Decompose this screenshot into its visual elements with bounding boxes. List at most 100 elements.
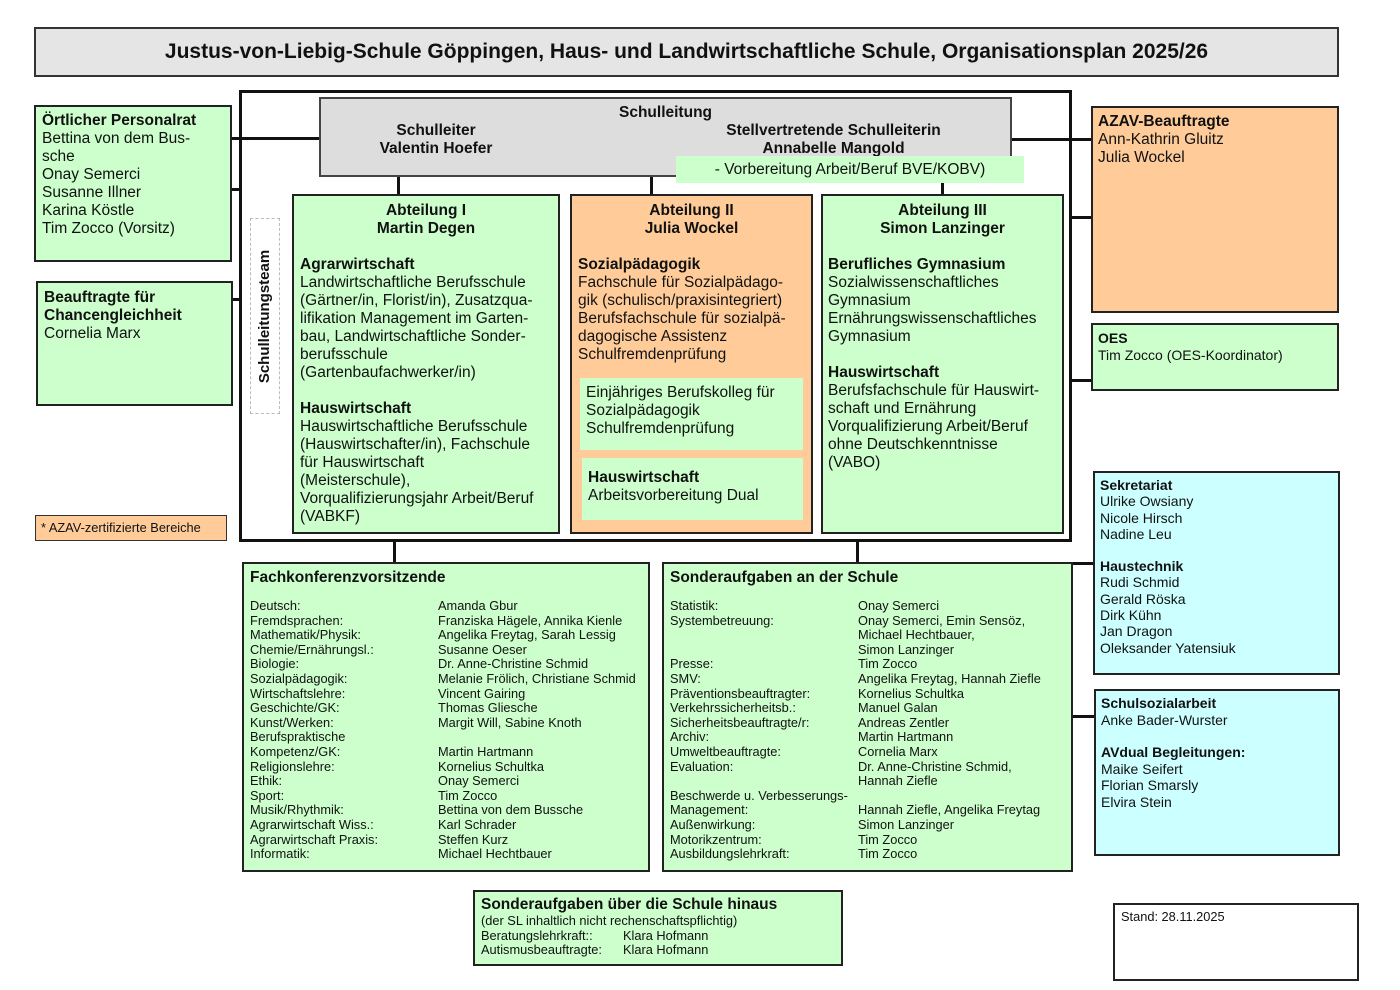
section-heading: Berufliches Gymnasium	[828, 256, 1006, 273]
chancengleichheit-heading: Beauftragte für	[44, 289, 156, 306]
row-label: Sozialpädagogik:	[250, 670, 348, 686]
list-row: Evaluation:Dr. Anne-Christine Schmid,	[670, 758, 1065, 775]
row-value: Tim Zocco	[858, 831, 918, 847]
section-heading: Agrarwirtschaft	[300, 256, 415, 273]
row-label: Biologie:	[250, 656, 300, 672]
member: Cornelia Marx	[44, 325, 141, 342]
schulsozialarbeit-box: Schulsozialarbeit Anke Bader-Wurster AVd…	[1094, 689, 1340, 856]
member: Anke Bader-Wurster	[1101, 711, 1228, 728]
sekretariat-box: Sekretariat Ulrike Owsiany Nicole Hirsch…	[1093, 471, 1340, 675]
row-value: Tim Zocco	[858, 846, 918, 862]
sonderaufgaben-box: Sonderaufgaben an der Schule Statistik:O…	[662, 562, 1073, 872]
member: Tim Zocco (OES-Koordinator)	[1098, 347, 1283, 363]
member: Jan Dragon	[1100, 623, 1173, 640]
connector-line	[1010, 138, 1100, 141]
section-line: Ernährungswissenschaftliches	[828, 310, 1037, 327]
row-label: Ethik:	[250, 773, 283, 789]
member: Tim Zocco (Vorsitz)	[42, 220, 175, 237]
member: Ulrike Owsiany	[1100, 493, 1194, 510]
section-line: Berufsfachschule für Hauswirt-	[828, 382, 1040, 399]
section-line: (Meisterschule),	[300, 472, 411, 489]
abteilung-1-header: Abteilung I Martin Degen	[300, 202, 552, 238]
row-value: Andreas Zentler	[858, 714, 950, 730]
schulsozialarbeit-heading: Schulsozialarbeit	[1101, 695, 1217, 711]
list-row: Präventionsbeauftragter: Kornelius Schult…	[670, 685, 1065, 702]
azav-box: AZAV-Beauftragte Ann-Kathrin Gluitz Juli…	[1091, 106, 1339, 313]
row-label: Ausbildungslehrkraft:	[670, 846, 790, 862]
personalrat-box: Örtlicher Personalrat Bettina von dem Bu…	[34, 105, 232, 262]
abteilung-1-head: Martin Degen	[376, 220, 476, 237]
list-row: Sozialpädagogik:Melanie Frölich, Christi…	[250, 670, 642, 687]
section-line: Sozialwissenschaftliches	[828, 274, 999, 291]
member: Elvira Stein	[1101, 793, 1172, 810]
page-title-box: Justus-von-Liebig-Schule Göppingen, Haus…	[34, 27, 1339, 77]
member: Ann-Kathrin Gluitz	[1098, 131, 1224, 148]
row-label: Statistik:	[670, 598, 719, 613]
section-line: für Hauswirtschaft	[300, 454, 425, 471]
schulleitungsteam-label: Schulleitungsteam	[256, 249, 274, 383]
row-value: Amanda Gbur	[438, 598, 518, 613]
extern-heading: Sonderaufgaben über die Schule hinaus	[481, 896, 778, 913]
member: Dirk Kühn	[1100, 607, 1162, 624]
abteilung-3-head: Simon Lanzinger	[880, 220, 1005, 237]
row-value: Martin Hartmann	[438, 743, 534, 759]
row-label: Kompetenz/GK:	[250, 743, 341, 759]
schulleiter-role: Schulleiter	[396, 122, 476, 139]
row-label: Informatik:	[250, 846, 310, 862]
row-value: Tim Zocco	[438, 787, 498, 803]
list-row: Musik/Rhythmik:Bettina von dem Bussche	[250, 803, 642, 818]
row-label: Wirtschaftslehre:	[250, 685, 346, 701]
row-value: Kornelius Schultka	[858, 685, 964, 701]
list-row: Management: Hannah Ziefle, Angelika Freyt…	[670, 803, 1065, 818]
row-value: Cornelia Marx	[858, 743, 938, 759]
list-row: Sport:Tim Zocco	[250, 787, 642, 804]
stellvertretung-note: - Vorbereitung Arbeit/Beruf BVE/KOBV)	[676, 156, 1024, 183]
section-line: (Gärtner/in, Florist/in), Zusatzqua-	[300, 292, 533, 309]
row-label: Management:	[670, 802, 749, 818]
section-line: bau, Landwirtschaftliche Sonder-	[300, 328, 526, 345]
row-label: Beschwerde u. Verbesserungs-	[670, 787, 848, 803]
section-heading: Hauswirtschaft	[300, 400, 412, 417]
section-line: (VABKF)	[300, 508, 360, 525]
oes-box: OES Tim Zocco (OES-Koordinator)	[1091, 323, 1339, 391]
sonderaufgaben-heading: Sonderaufgaben an der Schule	[670, 569, 899, 586]
row-value: Margit Will, Sabine Knoth	[438, 714, 582, 730]
row-value: Onay Semerci	[438, 773, 520, 789]
row-label	[670, 643, 858, 658]
row-value: Michael Hechtbauer	[438, 846, 552, 862]
row-value: Klara Hofmann	[623, 942, 709, 958]
row-value: Simon Lanzinger	[858, 641, 955, 657]
member: Oleksander Yatensiuk	[1100, 639, 1236, 656]
stand-box: Stand: 28.11.2025	[1113, 903, 1359, 981]
connector-line	[232, 298, 241, 301]
row-value: Dr. Anne-Christine Schmid,	[858, 758, 1012, 774]
extern-subheading: (der SL inhaltlich nicht rechenschaftspf…	[481, 913, 738, 928]
row-value: Dr. Anne-Christine Schmid	[438, 656, 589, 672]
section-line: Sozialpädagogik	[586, 402, 700, 419]
row-value: Thomas Gliesche	[438, 700, 538, 716]
list-row: Wirtschaftslehre:Vincent Gairing	[250, 685, 642, 702]
list-row: Michael Hechtbauer,	[670, 628, 1065, 643]
row-value: Hannah Ziefle, Angelika Freytag	[858, 802, 1041, 818]
connector-line	[232, 188, 241, 191]
list-row: Mathematik/Physik:Angelika Freytag, Sara…	[250, 628, 642, 643]
row-label: Präventionsbeauftragter:	[670, 685, 811, 701]
section-line: (Gartenbaufachwerker/in)	[300, 364, 476, 381]
connector-line	[1070, 216, 1092, 219]
row-value	[858, 789, 1065, 804]
row-value: Hannah Ziefle	[858, 773, 938, 789]
row-label: Musik/Rhythmik:	[250, 802, 344, 818]
row-value: Steffen Kurz	[438, 831, 509, 847]
oes-heading: OES	[1098, 330, 1128, 346]
row-value: Kornelius Schultka	[438, 758, 544, 774]
row-value: Angelika Freytag, Hannah Ziefle	[858, 670, 1041, 686]
row-value: Franziska Hägele, Annika Kienle	[438, 612, 623, 628]
row-label: Religionslehre:	[250, 758, 335, 774]
list-row: Religionslehre: Kornelius Schultka	[250, 758, 642, 775]
stellvertretung-name: Annabelle Mangold	[762, 140, 905, 157]
row-value: Martin Hartmann	[858, 729, 954, 745]
stellvertretung-role: Stellvertretende Schulleiterin	[726, 122, 941, 139]
abteilung-3-title: Abteilung III	[898, 202, 987, 219]
member: Bettina von dem Bus-	[42, 130, 191, 147]
